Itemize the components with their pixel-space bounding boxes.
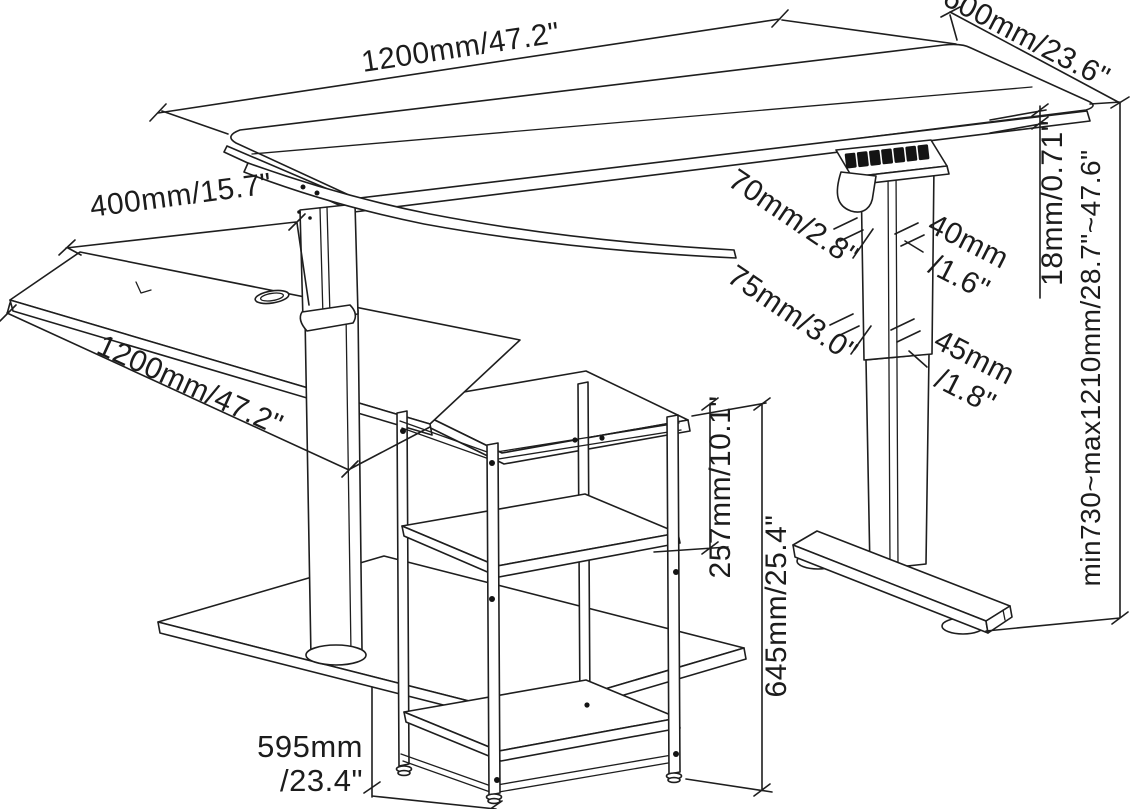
- dim-shelf-gap-lines: [653, 397, 767, 555]
- return-support-column: [304, 309, 367, 666]
- base-plate-column-hole: [305, 644, 367, 666]
- upper-desktop-seam-line: [251, 86, 1033, 155]
- left-leg-mount-plate: [299, 304, 357, 332]
- right-lift-leg: [792, 139, 1013, 635]
- dim-return-depth-lines: [58, 213, 310, 306]
- upper-desktop: [223, 43, 1094, 213]
- label-lower-column-side: 75mm/3.0": [722, 259, 864, 369]
- bracket-screw: [308, 216, 312, 220]
- grommet-inner: [259, 292, 285, 302]
- upper-desktop-surface: [230, 43, 1094, 201]
- shelf-screws: [400, 428, 679, 783]
- shelf-right-post: [666, 414, 681, 775]
- return-desktop-seam-notch: [135, 281, 152, 294]
- shelf-right-foot-pad: [667, 776, 681, 784]
- label-desktop-length: 1200mm/47.2": [359, 16, 562, 79]
- label-height-range: min730~max1210mm/28.7"~47.6": [1075, 149, 1106, 586]
- dim-upper-column-front-leader: [904, 240, 924, 253]
- label-shelf-gap: 257mm/10.1": [704, 396, 737, 579]
- label-shelf-height: 645mm/25.4": [760, 515, 793, 698]
- shelf-left-post: [396, 410, 410, 767]
- dim-shelf-width-lines: [363, 686, 503, 809]
- dim-height-range-lines: [985, 102, 1129, 632]
- dim-desktop-depth-lines: [940, 6, 1130, 109]
- left-lift-leg: [243, 162, 737, 332]
- support-column-edge-line: [345, 312, 352, 654]
- grommet-hole: [254, 289, 290, 305]
- dim-return-length-lines: [0, 302, 431, 478]
- right-foot-end-cap: [985, 605, 1013, 634]
- dim-lower-column-front-leader: [908, 350, 928, 368]
- dim-desktop-thickness-lines: [989, 103, 1049, 299]
- middle-shelf-surface: [401, 493, 679, 567]
- bracket-screw: [300, 184, 306, 190]
- shelf-left-foot-pad: [397, 769, 411, 777]
- label-return-depth: 400mm/15.7": [88, 167, 274, 224]
- shelf-front-foot-pad: [487, 797, 501, 805]
- keypad-buttons: [844, 144, 930, 169]
- dim-shelf-height-lines: [685, 397, 773, 797]
- dimension-lines: [0, 6, 1130, 809]
- right-lift-column-lines: [887, 167, 899, 568]
- label-shelf-width-2: /23.4": [280, 763, 363, 798]
- bracket-screw: [314, 190, 320, 196]
- return-desktop-surface: [9, 251, 521, 425]
- right-foot-cap-line: [1002, 609, 1006, 621]
- dim-upper-column-side-lines: [833, 217, 925, 259]
- bracket-screw: [297, 210, 301, 214]
- label-shelf-width-1: 595mm: [257, 729, 363, 764]
- base-plate: [157, 555, 747, 726]
- shelf-unit: [395, 381, 683, 805]
- support-column-body: [304, 309, 363, 659]
- base-plate-surface: [157, 555, 745, 715]
- dim-desktop-length-lines: [149, 9, 957, 135]
- shelf-top-rails: [399, 420, 682, 461]
- dim-lower-column-side-lines: [829, 313, 921, 355]
- left-lift-column-lines: [319, 206, 331, 318]
- left-leg-bracket: [243, 162, 737, 259]
- shelf-bottom-rails: [400, 753, 675, 794]
- label-desktop-thickness: 18mm/0.71": [1036, 120, 1069, 286]
- keypad-cable-flap: [836, 171, 877, 213]
- shelf-front-post: [486, 442, 501, 796]
